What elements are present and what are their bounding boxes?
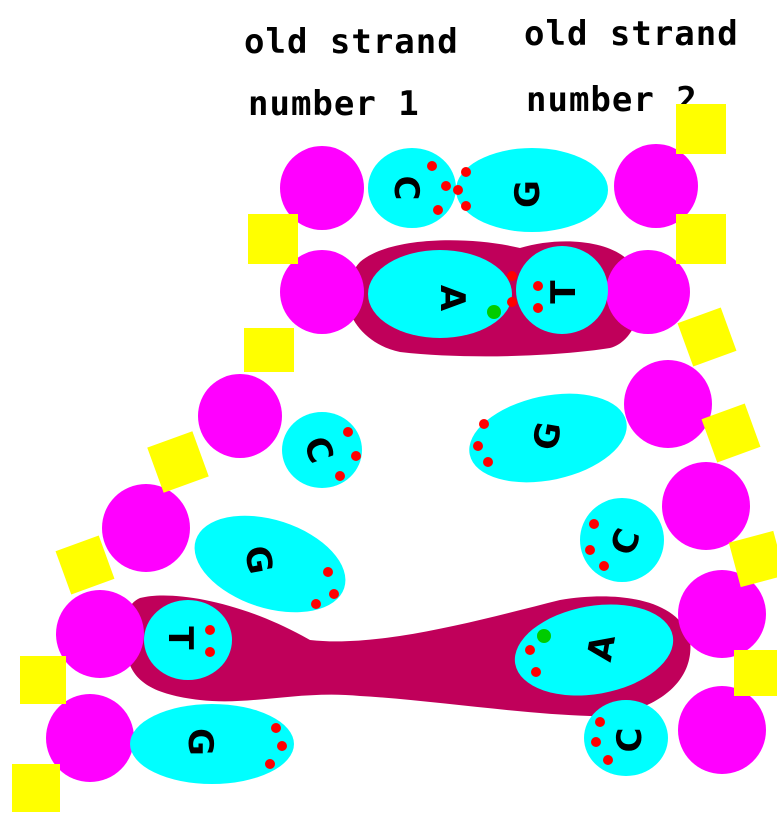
sugar-s2-4	[662, 462, 750, 550]
phosphate-s2-0	[676, 104, 726, 154]
phosphate-s1-2	[244, 328, 294, 372]
phosphate-s1-5	[20, 656, 66, 704]
phosphate-s1-6	[12, 764, 60, 812]
letter-s2-6: C	[610, 728, 650, 753]
phosphate-s2-2	[678, 308, 737, 367]
letter-pair2-left: A	[432, 285, 472, 312]
letter-pair1-left: C	[386, 176, 426, 201]
sugar-s1-3	[198, 374, 282, 458]
letter-pair1-right: G	[508, 180, 548, 208]
sugar-s1-4	[102, 484, 190, 572]
letter-pair2-right: T	[544, 280, 584, 304]
sugar-s1-5	[56, 590, 144, 678]
phosphate-s2-5	[734, 650, 777, 696]
phosphate-s2-1	[676, 214, 726, 264]
letter-s1-5: T	[160, 626, 200, 650]
sugar-s2-6	[678, 686, 766, 774]
letter-s1-6: G	[180, 728, 220, 756]
phosphate-s1-1	[248, 214, 298, 264]
sugar-s2-3	[624, 360, 712, 448]
phosphate-s1-3	[147, 431, 209, 493]
